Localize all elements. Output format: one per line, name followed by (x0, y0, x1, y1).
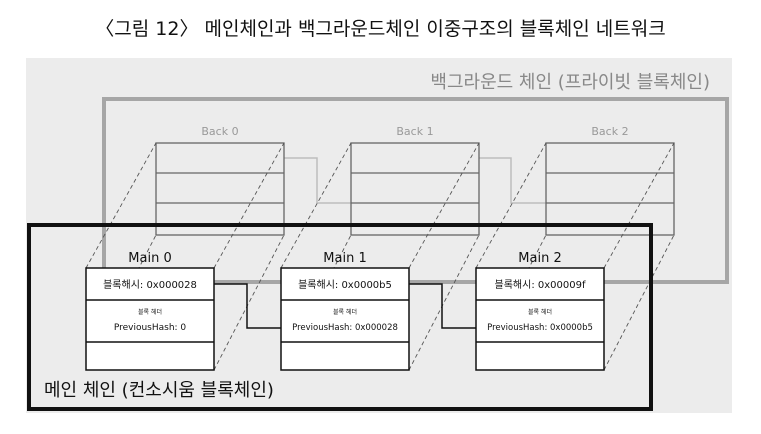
main-links (214, 283, 476, 329)
main-link-0-1 (214, 283, 281, 329)
main-block-0: Main 0 블록해시: 0x000028 블록 헤더 PreviousHash… (85, 251, 215, 371)
background-block-label: Back 0 (201, 125, 238, 138)
background-block-0: Back 0 (155, 125, 285, 236)
main-link-1-2 (409, 283, 476, 329)
background-block-label: Back 1 (396, 125, 433, 138)
main-block-label: Main 0 (128, 251, 171, 266)
background-link-0-1 (284, 157, 351, 204)
block-hash: 블록해시: 0x0000b5 (298, 278, 392, 291)
main-block-1: Main 1 블록해시: 0x0000b5 블록 헤더 PreviousHash… (280, 251, 410, 371)
main-block-label: Main 2 (518, 251, 561, 266)
block-previous-hash: PreviousHash: 0 (114, 323, 187, 333)
main-chain-label: 메인 체인 (컨소시움 블록체인) (44, 380, 274, 401)
block-header-label: 블록 헤더 (333, 308, 357, 316)
block-previous-hash: PreviousHash: 0x0000b5 (487, 323, 593, 333)
block-header-label: 블록 헤더 (138, 308, 162, 316)
background-link-1-2 (478, 157, 546, 204)
main-chain-frame (27, 223, 653, 411)
main-block-2: Main 2 블록해시: 0x00009f 블록 헤더 PreviousHash… (475, 251, 605, 371)
background-block-2: Back 2 (545, 125, 675, 236)
background-chain-frame (102, 97, 729, 284)
block-previous-hash: PreviousHash: 0x000028 (292, 323, 398, 333)
background-chain-label: 백그라운드 체인 (프라이빗 블록체인) (430, 72, 710, 93)
background-links (284, 157, 546, 204)
main-block-label: Main 1 (323, 251, 366, 266)
background-block-label: Back 2 (591, 125, 628, 138)
block-hash: 블록해시: 0x00009f (495, 278, 586, 291)
block-hash: 블록해시: 0x000028 (103, 278, 197, 291)
block-header-label: 블록 헤더 (528, 308, 552, 316)
figure-caption: 〈그림 12〉 메인체인과 백그라운드체인 이중구조의 블록체인 네트워크 (95, 18, 666, 40)
projection-lines (85, 142, 675, 371)
background-block-1: Back 1 (350, 125, 480, 236)
